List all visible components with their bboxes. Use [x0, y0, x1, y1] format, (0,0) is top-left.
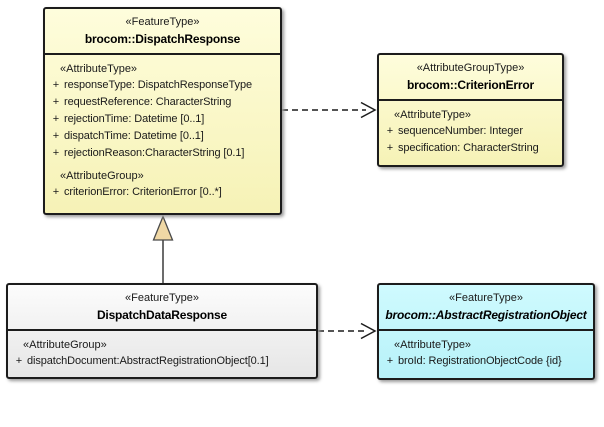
attribute-text: requestReference: CharacterString	[64, 96, 232, 108]
attribute-text: criterionError: CriterionError [0..*]	[64, 186, 222, 198]
visibility-public-marker: +	[15, 355, 23, 367]
visibility-public-marker: +	[386, 142, 394, 154]
class-name: DispatchDataResponse	[96, 308, 228, 322]
attributes-compartment: «AttributeType»+responseType: DispatchRe…	[45, 55, 280, 199]
class-dispatch-response[interactable]: «FeatureType» brocom::DispatchResponse «…	[43, 7, 282, 215]
class-criterion-error[interactable]: «AttributeGroupType» brocom::CriterionEr…	[377, 53, 564, 167]
attribute-text: dispatchDocument:AbstractRegistrationObj…	[27, 355, 269, 367]
class-header: «FeatureType» brocom::DispatchResponse	[45, 9, 280, 55]
stereotype-label: «AttributeGroupType»	[416, 62, 525, 74]
class-name: brocom::AbstractRegistrationObject	[385, 308, 587, 322]
stereotype-label: «FeatureType»	[449, 292, 523, 304]
attribute-row: + dispatchTime: Datetime [0..1]	[48, 129, 277, 143]
dependency-arrow-to-criterion-error[interactable]	[282, 101, 377, 119]
attribute-text: rejectionReason:CharacterString [0.1]	[64, 147, 245, 159]
stereotype-label: «FeatureType»	[125, 292, 199, 304]
attribute-text: rejectionTime: Datetime [0..1]	[64, 113, 205, 125]
stereotype-section-label: «AttributeType»	[394, 339, 472, 351]
attribute-row: + criterionError: CriterionError [0..*]	[48, 185, 277, 199]
visibility-public-marker: +	[52, 186, 60, 198]
stereotype-section-label: «AttributeType»	[394, 109, 472, 121]
attribute-text: sequenceNumber: Integer	[398, 125, 523, 137]
stereotype-section-label: «AttributeType»	[60, 63, 138, 75]
attribute-row: + dispatchDocument:AbstractRegistrationOb…	[11, 354, 313, 368]
attribute-row: + sequenceNumber: Integer	[382, 124, 559, 138]
class-abstract-registration-object[interactable]: «FeatureType» brocom::AbstractRegistrati…	[377, 283, 595, 380]
attribute-text: broId: RegistrationObjectCode {id}	[398, 355, 562, 367]
attribute-row: + broId: RegistrationObjectCode {id}	[382, 354, 590, 368]
visibility-public-marker: +	[52, 96, 60, 108]
attribute-row: + requestReference: CharacterString	[48, 95, 277, 109]
attribute-row: + rejectionReason:CharacterString [0.1]	[48, 146, 277, 160]
class-name: brocom::DispatchResponse	[84, 32, 241, 46]
stereotype-label: «FeatureType»	[125, 16, 200, 28]
class-header: «FeatureType» DispatchDataResponse	[8, 285, 316, 331]
class-dispatch-data-response[interactable]: «FeatureType» DispatchDataResponse «Attr…	[6, 283, 318, 379]
attribute-row: + specification: CharacterString	[382, 141, 559, 155]
attribute-row: + rejectionTime: Datetime [0..1]	[48, 112, 277, 126]
dependency-arrow-to-abstract-registration-object[interactable]	[318, 322, 377, 340]
generalization-arrow[interactable]	[152, 214, 174, 284]
stereotype-section-label: «AttributeGroup»	[23, 339, 107, 351]
visibility-public-marker: +	[386, 125, 394, 137]
attributes-compartment: «AttributeType»+ broId: RegistrationObjec…	[379, 331, 593, 368]
attribute-text: dispatchTime: Datetime [0..1]	[64, 130, 204, 142]
visibility-public-marker: +	[52, 147, 60, 159]
attribute-row: + responseType: DispatchResponseType	[48, 78, 277, 92]
visibility-public-marker: +	[52, 130, 60, 142]
class-header: «AttributeGroupType» brocom::CriterionEr…	[379, 55, 562, 101]
visibility-public-marker: +	[52, 113, 60, 125]
attribute-text: responseType: DispatchResponseType	[64, 79, 252, 91]
class-name: brocom::CriterionError	[407, 78, 534, 92]
stereotype-section-label: «AttributeGroup»	[60, 170, 144, 182]
visibility-public-marker: +	[52, 79, 60, 91]
attributes-compartment: «AttributeGroup»+ dispatchDocument:Abstra…	[8, 331, 316, 368]
visibility-public-marker: +	[386, 355, 394, 367]
class-header: «FeatureType» brocom::AbstractRegistrati…	[379, 285, 593, 331]
attribute-text: specification: CharacterString	[398, 142, 539, 154]
attributes-compartment: «AttributeType»+sequenceNumber: Integer+…	[379, 101, 562, 155]
